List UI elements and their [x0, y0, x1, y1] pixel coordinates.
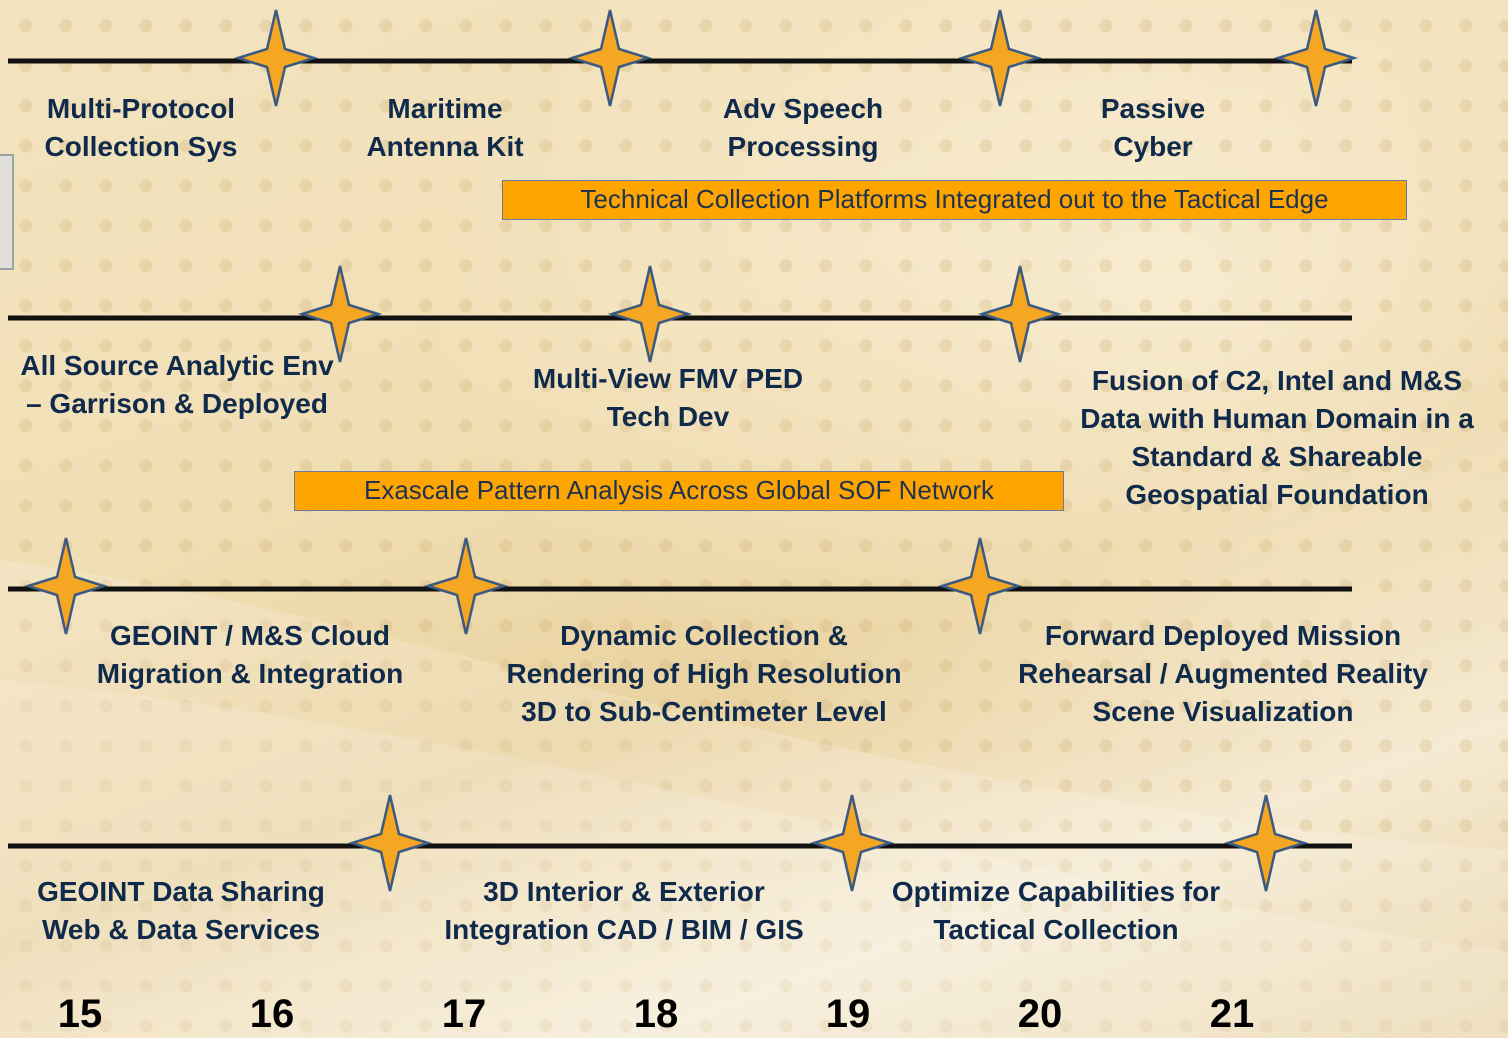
milestone-star-icon	[607, 265, 693, 363]
capability-box-exascale: Exascale Pattern Analysis Across Global …	[294, 471, 1064, 511]
label-line: Web & Data Services	[41, 914, 321, 945]
year-label-21: 21	[1209, 992, 1255, 1036]
label-line: Collection Sys	[44, 131, 238, 162]
year-label-18: 18	[633, 992, 679, 1036]
year-label-19: 19	[825, 992, 871, 1036]
milestone-star-icon	[977, 265, 1063, 363]
milestone-dynamic-collection: Dynamic Collection & Rendering of High R…	[464, 617, 944, 731]
label-line: Fusion of C2, Intel and M&S	[1091, 365, 1463, 396]
label-line: Integration CAD / BIM / GIS	[444, 914, 804, 945]
label-line: Migration & Integration	[96, 658, 404, 689]
milestone-maritime-antenna: Maritime Antenna Kit	[330, 90, 560, 166]
milestone-3d-interior-exterior: 3D Interior & Exterior Integration CAD /…	[404, 873, 844, 949]
label-line: Optimize Capabilities for	[891, 876, 1221, 907]
label-line: Data with Human Domain in a	[1080, 403, 1474, 434]
label-line: Rehearsal / Augmented Reality	[1018, 658, 1428, 689]
capability-box-technical-collection: Technical Collection Platforms Integrate…	[502, 180, 1407, 220]
milestone-star-icon	[1223, 794, 1309, 892]
label-line: Processing	[727, 131, 879, 162]
label-line: Geospatial Foundation	[1125, 479, 1429, 510]
label-line: Maritime	[387, 93, 503, 124]
label-line: Antenna Kit	[366, 131, 524, 162]
label-line: GEOINT Data Sharing	[37, 876, 325, 907]
milestone-star-icon	[957, 9, 1043, 107]
label-line: Rendering of High Resolution	[506, 658, 902, 689]
milestone-star-icon	[937, 537, 1023, 635]
milestone-optimize-capabilities: Optimize Capabilities for Tactical Colle…	[856, 873, 1256, 949]
milestone-all-source-analytic: All Source Analytic Env – Garrison & Dep…	[0, 347, 360, 423]
milestone-passive-cyber: Passive Cyber	[1070, 90, 1236, 166]
milestone-star-icon	[347, 794, 433, 892]
milestone-star-icon	[809, 794, 895, 892]
label-line: Scene Visualization	[1092, 696, 1354, 727]
label-line: GEOINT / M&S Cloud	[110, 620, 390, 651]
label-line: 3D Interior & Exterior	[483, 876, 765, 907]
milestone-star-icon	[297, 265, 383, 363]
label-line: Tactical Collection	[933, 914, 1179, 945]
milestone-forward-deployed: Forward Deployed Mission Rehearsal / Aug…	[976, 617, 1470, 731]
milestone-geoint-data-sharing: GEOINT Data Sharing Web & Data Services	[6, 873, 356, 949]
label-line: Multi-View FMV PED	[532, 363, 804, 394]
milestone-star-icon	[23, 537, 109, 635]
milestone-star-icon	[233, 9, 319, 107]
year-label-16: 16	[249, 992, 295, 1036]
year-label-17: 17	[441, 992, 487, 1036]
milestone-star-icon	[1273, 9, 1359, 107]
milestone-fusion-c2-intel: Fusion of C2, Intel and M&S Data with Hu…	[1046, 362, 1508, 514]
label-line: Forward Deployed Mission	[1044, 620, 1402, 651]
partial-image-frame	[0, 154, 14, 270]
label-line: Adv Speech	[722, 93, 884, 124]
label-line: All Source Analytic Env	[20, 350, 334, 381]
milestone-geoint-cloud: GEOINT / M&S Cloud Migration & Integrati…	[60, 617, 440, 693]
milestone-star-icon	[423, 537, 509, 635]
label-line: Dynamic Collection &	[560, 620, 848, 651]
year-label-15: 15	[57, 992, 103, 1036]
label-line: Cyber	[1113, 131, 1193, 162]
year-label-20: 20	[1017, 992, 1063, 1036]
milestone-multi-view-fmv: Multi-View FMV PED Tech Dev	[494, 360, 842, 436]
label-line: Tech Dev	[606, 401, 730, 432]
label-line: Standard & Shareable	[1131, 441, 1423, 472]
milestone-multi-protocol: Multi-Protocol Collection Sys	[10, 90, 272, 166]
label-line: – Garrison & Deployed	[26, 388, 328, 419]
label-line: Multi-Protocol	[46, 93, 236, 124]
label-line: Passive	[1100, 93, 1206, 124]
milestone-star-icon	[567, 9, 653, 107]
milestone-adv-speech: Adv Speech Processing	[680, 90, 926, 166]
label-line: 3D to Sub-Centimeter Level	[521, 696, 887, 727]
